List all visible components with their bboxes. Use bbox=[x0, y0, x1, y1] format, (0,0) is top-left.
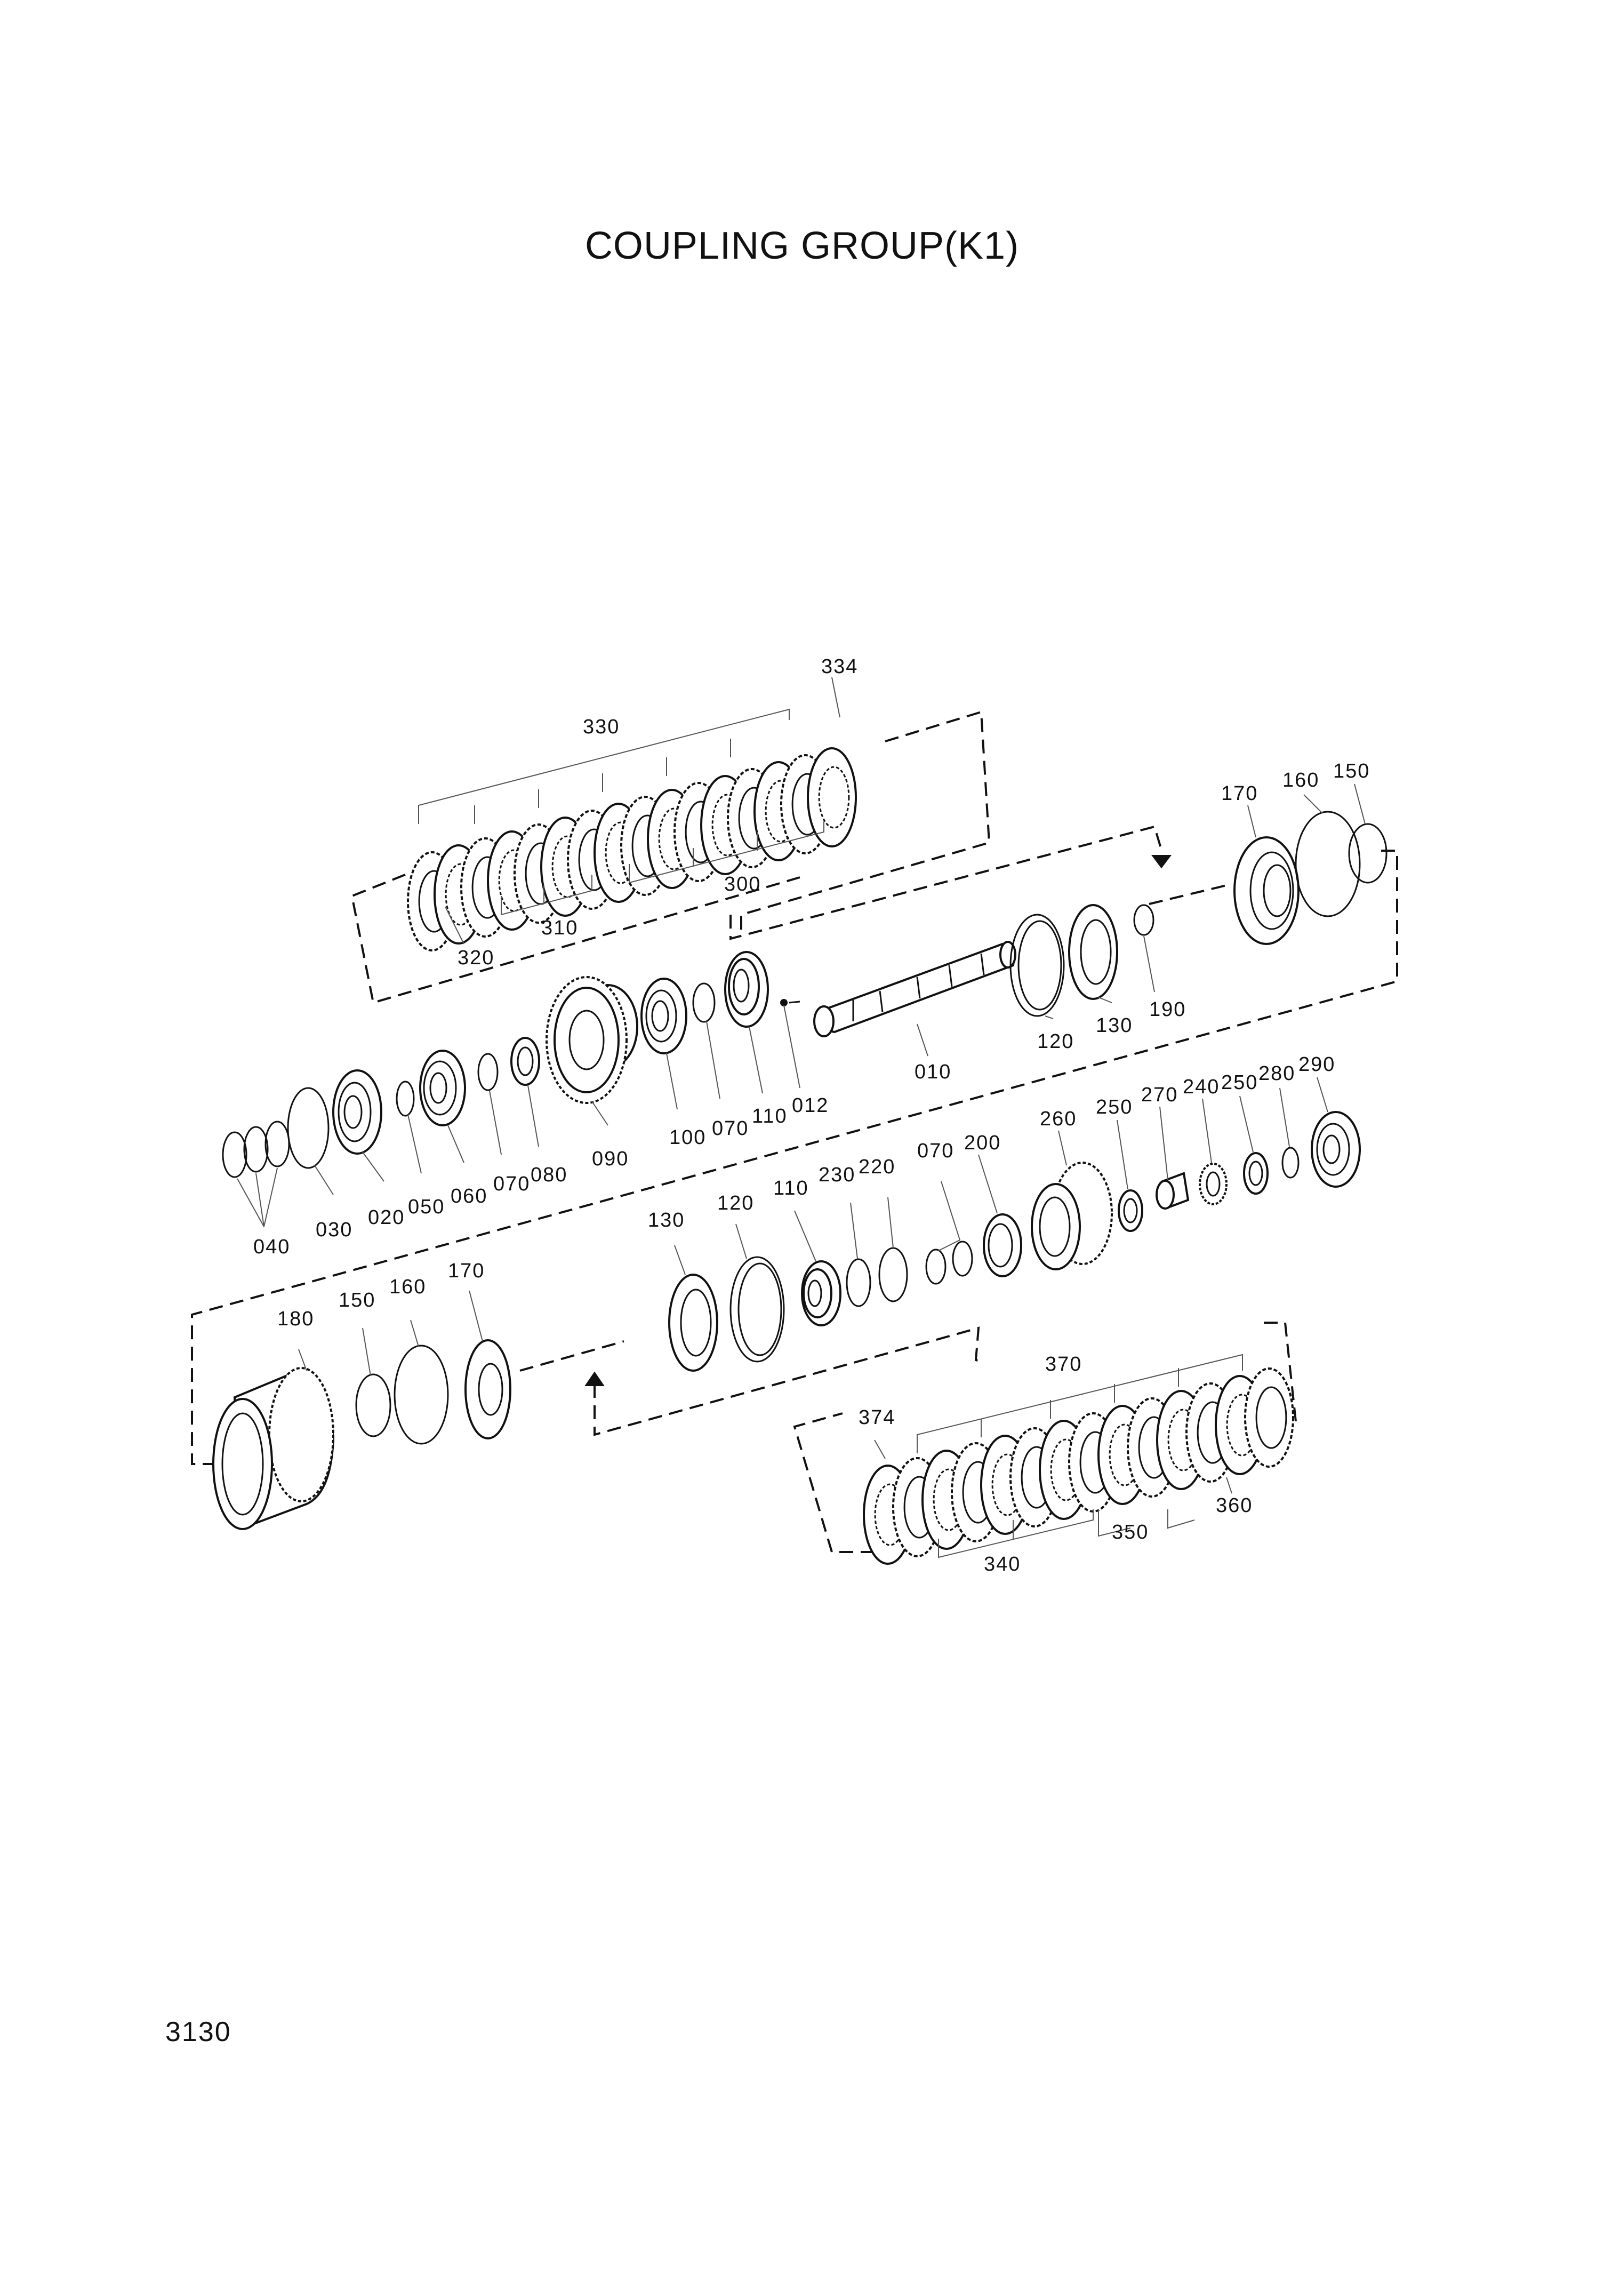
part-label-060: 060 bbox=[451, 1185, 487, 1207]
part-label-070: 070 bbox=[712, 1117, 749, 1140]
upper-clutch-disc-bore bbox=[818, 766, 850, 829]
part-050-ring bbox=[396, 1081, 415, 1117]
part-290-bearing bbox=[1311, 1111, 1361, 1188]
part-label-110: 110 bbox=[752, 1105, 788, 1127]
part-230-ring bbox=[846, 1258, 871, 1307]
part-170b-plate bbox=[464, 1339, 511, 1439]
part-label-170: 170 bbox=[448, 1260, 485, 1282]
lower-disc-pack bbox=[863, 1367, 1294, 1565]
part-110b-bearing bbox=[801, 1260, 841, 1326]
part-120a-snap-ring bbox=[1009, 914, 1065, 1017]
part-220-ring bbox=[878, 1247, 908, 1302]
part-label-130: 130 bbox=[648, 1209, 685, 1231]
part-180-clutch-drum bbox=[212, 1367, 335, 1530]
part-100-bearing bbox=[640, 978, 687, 1054]
upper-disc-pack bbox=[407, 747, 857, 951]
part-label-130: 130 bbox=[1096, 1014, 1133, 1037]
lower-clutch-disc bbox=[1244, 1367, 1294, 1468]
part-170a-bearing bbox=[1233, 836, 1300, 945]
part-040-rings bbox=[222, 1121, 290, 1178]
lower-clutch-disc-bore bbox=[1255, 1386, 1287, 1449]
part-label-250: 250 bbox=[1096, 1096, 1133, 1118]
part-label-340: 340 bbox=[984, 1553, 1021, 1575]
part-label-150: 150 bbox=[1333, 760, 1370, 782]
part-160b-ring bbox=[394, 1345, 449, 1445]
part-070b-ring bbox=[477, 1053, 499, 1091]
part-label-012: 012 bbox=[792, 1094, 829, 1117]
part-label-240: 240 bbox=[1183, 1076, 1220, 1098]
part-label-030: 030 bbox=[316, 1219, 352, 1241]
part-160a-ring bbox=[1295, 811, 1361, 917]
part-080-sleeve bbox=[510, 1037, 540, 1086]
part-label-050: 050 bbox=[408, 1196, 445, 1218]
part-label-190: 190 bbox=[1149, 998, 1186, 1021]
part-090-gear bbox=[546, 976, 638, 1104]
part-label-180: 180 bbox=[277, 1308, 314, 1330]
part-label-250: 250 bbox=[1221, 1071, 1258, 1094]
part-label-220: 220 bbox=[859, 1156, 895, 1178]
part-270-sleeve bbox=[1156, 1172, 1190, 1210]
part-label-374: 374 bbox=[859, 1406, 895, 1429]
page-number: 3130 bbox=[165, 2017, 231, 2047]
part-070a-ring bbox=[692, 982, 716, 1023]
part-label-020: 020 bbox=[368, 1206, 405, 1229]
diagram-title: COUPLING GROUP(K1) bbox=[584, 225, 1020, 267]
part-label-300: 300 bbox=[724, 873, 761, 895]
part-150b-ring bbox=[355, 1373, 391, 1437]
part-label-160: 160 bbox=[389, 1276, 426, 1298]
part-label-370: 370 bbox=[1045, 1353, 1082, 1375]
part-130b-disc bbox=[668, 1274, 718, 1372]
part-label-230: 230 bbox=[819, 1164, 855, 1186]
part-250b-washer bbox=[1118, 1189, 1143, 1232]
part-070c-rings bbox=[925, 1241, 973, 1285]
part-label-010: 010 bbox=[915, 1061, 951, 1083]
part-260-gear bbox=[1031, 1162, 1113, 1270]
part-label-260: 260 bbox=[1040, 1108, 1077, 1130]
part-label-170: 170 bbox=[1221, 782, 1258, 805]
part-label-200: 200 bbox=[964, 1132, 1001, 1154]
part-060-bearing bbox=[419, 1050, 466, 1126]
part-label-080: 080 bbox=[531, 1164, 567, 1186]
part-labels: 334 330 300 310 320 170 160 150 190 130 … bbox=[253, 655, 1370, 1575]
leader-lines bbox=[237, 677, 1366, 1494]
part-label-320: 320 bbox=[458, 947, 494, 969]
part-label-070: 070 bbox=[917, 1140, 954, 1162]
part-200-bearing bbox=[983, 1213, 1022, 1277]
part-010-shaft bbox=[813, 941, 1016, 1037]
part-250a-washer bbox=[1243, 1152, 1269, 1195]
part-label-040: 040 bbox=[253, 1236, 290, 1258]
upper-clutch-disc bbox=[807, 747, 857, 847]
part-label-120: 120 bbox=[717, 1192, 754, 1214]
part-240-needle-bearing bbox=[1199, 1163, 1228, 1205]
part-label-270: 270 bbox=[1141, 1084, 1178, 1106]
part-label-290: 290 bbox=[1298, 1053, 1335, 1076]
part-label-110: 110 bbox=[773, 1177, 809, 1199]
part-label-360: 360 bbox=[1216, 1494, 1253, 1517]
part-label-100: 100 bbox=[669, 1126, 706, 1149]
assembly-dashed-lines bbox=[191, 710, 1398, 1553]
part-030-ring bbox=[287, 1087, 330, 1169]
part-label-090: 090 bbox=[592, 1148, 629, 1170]
part-label-120: 120 bbox=[1037, 1030, 1074, 1053]
part-120b-snap-ring bbox=[729, 1256, 785, 1363]
part-label-350: 350 bbox=[1112, 1521, 1149, 1543]
part-150a-ring bbox=[1348, 823, 1388, 884]
part-020-bearing bbox=[332, 1069, 382, 1155]
part-190-ring bbox=[1133, 904, 1154, 936]
part-label-280: 280 bbox=[1258, 1062, 1295, 1085]
part-280-ring bbox=[1281, 1147, 1300, 1179]
part-label-160: 160 bbox=[1282, 769, 1319, 791]
part-130a-disc bbox=[1068, 904, 1118, 1000]
part-012-pin bbox=[780, 999, 800, 1006]
disc-pack-brackets bbox=[418, 708, 1243, 1558]
part-label-334: 334 bbox=[821, 655, 858, 678]
part-label-310: 310 bbox=[541, 917, 578, 939]
part-110a-bearing bbox=[724, 951, 769, 1028]
part-label-150: 150 bbox=[339, 1289, 375, 1311]
part-label-330: 330 bbox=[583, 716, 620, 738]
part-label-070: 070 bbox=[493, 1173, 530, 1195]
